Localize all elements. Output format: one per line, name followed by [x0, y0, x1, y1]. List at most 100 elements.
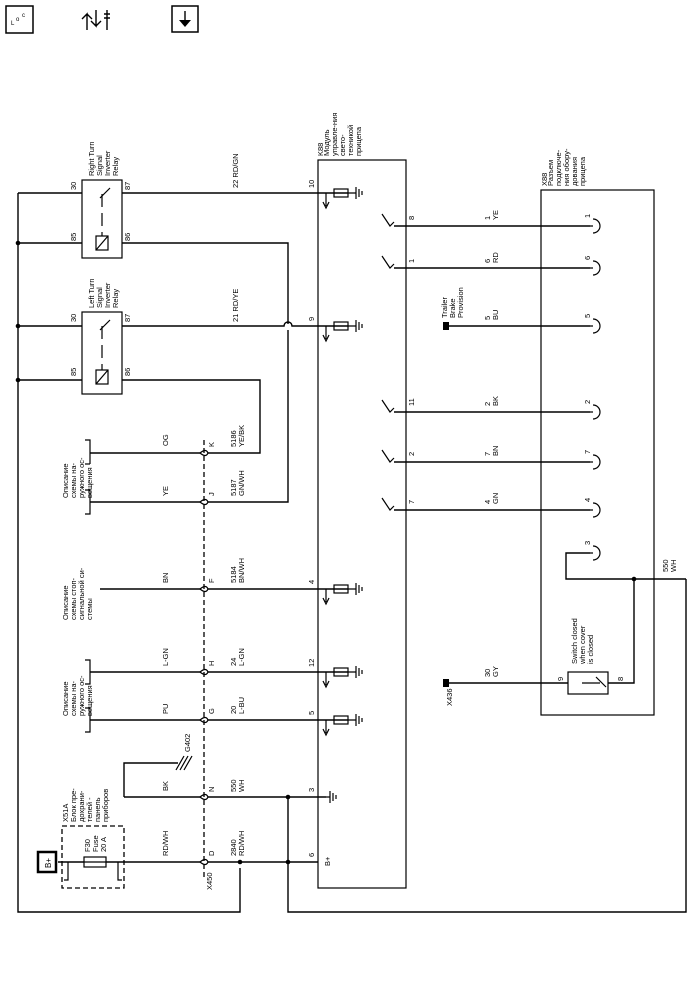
k88-ref: K88 [316, 143, 325, 156]
svg-text:H: H [207, 661, 216, 666]
svg-text:F: F [207, 578, 216, 583]
svg-text:6: 6 [307, 853, 316, 857]
svg-text:2: 2 [407, 452, 416, 456]
wire-21 [122, 321, 348, 327]
svg-text:7: 7 [583, 450, 592, 454]
svg-text:2: 2 [583, 400, 592, 404]
wire-24-label: 24L-GN [229, 648, 246, 666]
svg-text:87: 87 [123, 314, 132, 322]
x88-desc: Разъем подключе-ния обору-дования прицеп… [547, 149, 587, 186]
left-turn-relay: Left TurnSignalInverterRelay 30 87 85 86 [69, 278, 132, 395]
k88-pin-3: 3 [307, 788, 337, 803]
toolbar: L o c [5, 5, 199, 34]
download-button[interactable] [171, 5, 199, 33]
svg-text:BN: BN [161, 573, 170, 583]
svg-text:8: 8 [616, 677, 625, 681]
svg-text:86: 86 [123, 368, 132, 376]
wire-4-label: 4GN [483, 493, 500, 504]
x436-label: X436 [445, 688, 454, 706]
svg-text:8: 8 [407, 216, 416, 220]
svg-text:D: D [207, 850, 216, 856]
x88-pins: 1 6 5 2 7 4 3 [583, 214, 601, 561]
svg-text:B+: B+ [323, 856, 332, 866]
svg-text:10: 10 [307, 180, 316, 188]
k88-module-box [317, 159, 407, 889]
circuit-info-button[interactable] [81, 10, 110, 30]
svg-text:OG: OG [161, 434, 170, 446]
x88-connector-box [540, 189, 655, 716]
k88-pin-5: 5 [307, 711, 363, 737]
wire-2-label: 2BK [483, 396, 500, 406]
svg-text:B+: B+ [44, 858, 53, 868]
svg-text:11: 11 [407, 398, 416, 406]
k88-desc: Модуль управле-ния свето-техникой прицеп… [323, 113, 363, 156]
left-relay-name: Left TurnSignalInverterRelay [87, 278, 120, 308]
svg-text:G: G [207, 708, 216, 714]
svg-text:K: K [207, 442, 216, 447]
ground-label: G402 [183, 734, 192, 752]
svg-text:4: 4 [307, 580, 316, 584]
wire-2840-label: 2840RD/WH [229, 831, 246, 856]
x51a-fuse-block [61, 825, 125, 889]
wire-21-label: 21 RD/YE [231, 289, 240, 322]
locator-icon: L [11, 21, 15, 27]
svg-text:N: N [207, 787, 216, 792]
wire-30-label: 30GY [483, 666, 500, 677]
k88-pin-12: 12 [307, 659, 363, 689]
x450-ref: X450 [205, 872, 214, 890]
svg-text:c: c [22, 13, 25, 19]
svg-text:1: 1 [583, 214, 592, 218]
svg-text:J: J [207, 492, 216, 496]
k88-pin-4: 4 [307, 580, 363, 606]
svg-text:1: 1 [407, 259, 416, 263]
fuse-f30: F30Fuse20 A [83, 835, 108, 868]
svg-text:5: 5 [583, 314, 592, 318]
k88-pin-9: 9 [307, 317, 363, 343]
wire-22-label: 22 RD/GN [231, 153, 240, 188]
bplus-source [36, 850, 58, 874]
right-relay-name: Right TurnSignalInverterRelay [87, 141, 120, 176]
right-turn-relay: Right TurnSignalInverterRelay 30 87 85 8… [69, 141, 132, 259]
svg-text:BK: BK [161, 781, 170, 791]
svg-text:Описаниесхемы стоп-сигнальной: Описаниесхемы стоп-сигнальной си-стемы [61, 567, 94, 620]
svg-text:85: 85 [69, 368, 78, 376]
svg-text:85: 85 [69, 233, 78, 241]
svg-text:F30Fuse20 A: F30Fuse20 A [83, 835, 108, 852]
svg-text:Описаниесхемы на-ружного ос-ве: Описаниесхемы на-ружного ос-вещения [61, 457, 94, 498]
arrow-down-icon [179, 11, 191, 27]
locator-button[interactable]: L o c [5, 5, 34, 34]
svg-text:12: 12 [307, 659, 316, 667]
wire-5187-label: 5187GN/WH [229, 470, 246, 496]
trailer-brake-label: TrailerBrakeProvision [440, 287, 465, 318]
desc-stop-lamp: Описаниесхемы стоп-сигнальной си-стемы [61, 567, 94, 620]
wire-20-label: 20L-BU [229, 697, 246, 714]
svg-text:YE: YE [161, 486, 170, 496]
svg-text:3: 3 [583, 541, 592, 545]
circuit-info-icon [81, 10, 110, 30]
svg-text:6: 6 [583, 256, 592, 260]
svg-text:5: 5 [307, 711, 316, 715]
desc-ext-lighting-2: Описаниесхемы на-ружного ос-вещения [61, 675, 94, 716]
svg-text:9: 9 [556, 677, 565, 681]
svg-text:9: 9 [307, 317, 316, 321]
wire-550b-label: 550WH [661, 559, 678, 572]
svg-text:87: 87 [123, 182, 132, 190]
wire-5-label: 5BU [483, 310, 500, 320]
svg-text:7: 7 [407, 500, 416, 504]
svg-text:L-GN: L-GN [161, 648, 170, 666]
wire-1-label: 1YE [483, 210, 500, 220]
wire-5184-label: 5184BN/WH [229, 558, 246, 583]
k88-pin-10: 10 [307, 180, 363, 210]
svg-text:30: 30 [69, 314, 78, 322]
svg-text:86: 86 [123, 233, 132, 241]
svg-text:Описаниесхемы на-ружного ос-ве: Описаниесхемы на-ружного ос-вещения [61, 675, 94, 716]
k88-outputs: 8 1YE 1 6RD TrailerBrakeProvision 5BU 11… [381, 210, 590, 511]
wire-6-label: 6RD [483, 252, 500, 263]
wire-7-label: 7BN [483, 446, 500, 456]
desc-ext-lighting-1: Описаниесхемы на-ружного ос-вещения [61, 457, 94, 498]
wire-5186-label: 5186YE/BK [229, 425, 246, 447]
svg-text:PU: PU [161, 704, 170, 714]
switch-note: Switch closedwhen coveris closed [570, 618, 595, 665]
svg-text:4: 4 [583, 498, 592, 502]
